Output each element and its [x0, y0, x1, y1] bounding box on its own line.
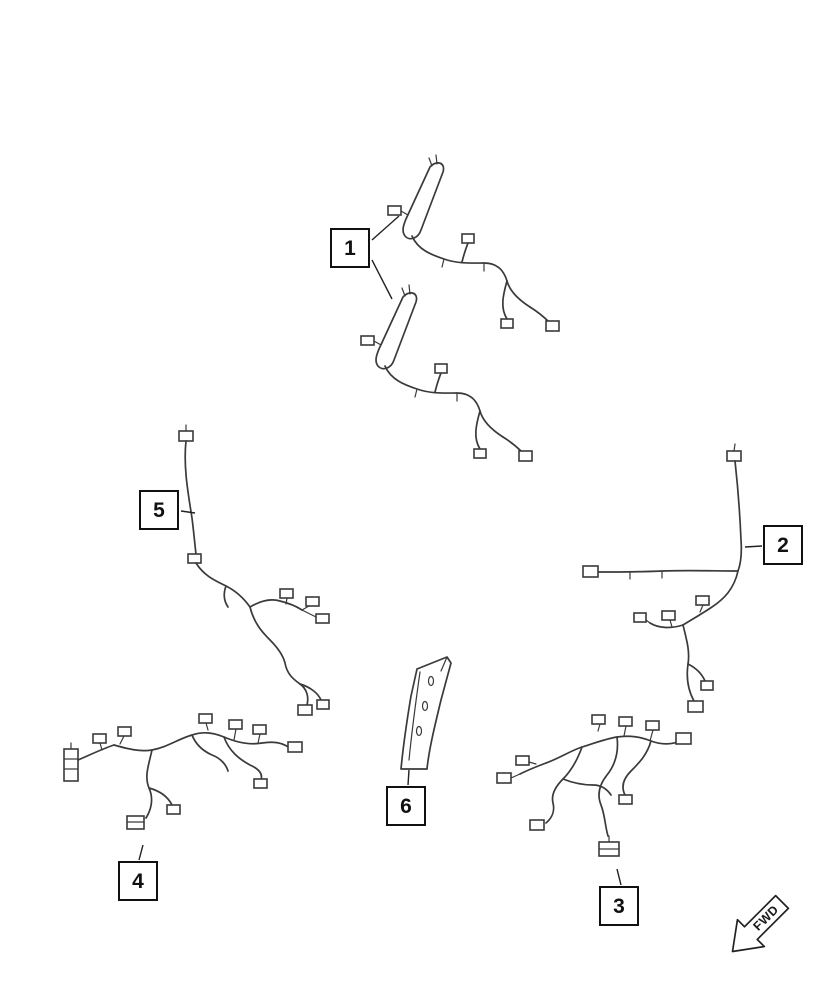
- callout-box-6[interactable]: 6: [386, 786, 426, 826]
- callout-box-1[interactable]: 1: [330, 228, 370, 268]
- callout-box-5[interactable]: 5: [139, 490, 179, 530]
- harness-1-upper-drawing: [387, 154, 560, 332]
- leader-line-5: [180, 510, 196, 514]
- leader-line-4: [138, 844, 144, 861]
- fwd-arrow-shape: [731, 894, 790, 953]
- leader-line-6: [407, 769, 410, 786]
- callout-box-4[interactable]: 4: [118, 861, 158, 901]
- leader-line-3: [616, 868, 622, 886]
- harness-1-lower-drawing: [360, 284, 533, 462]
- bracket-6-drawing: [400, 656, 452, 770]
- leader-lines: [138, 215, 763, 886]
- leader-line-1b: [371, 259, 393, 300]
- leader-line-1a: [371, 215, 400, 241]
- leader-line-2: [744, 545, 763, 548]
- callout-box-2[interactable]: 2: [763, 525, 803, 565]
- fwd-direction-arrow: FWD: [731, 894, 790, 953]
- harness-2-drawing: [582, 443, 743, 713]
- harness-4-drawing: [63, 713, 303, 830]
- harness-5-drawing: [178, 424, 330, 716]
- harness-3-drawing: [496, 714, 692, 857]
- callout-box-3[interactable]: 3: [599, 886, 639, 926]
